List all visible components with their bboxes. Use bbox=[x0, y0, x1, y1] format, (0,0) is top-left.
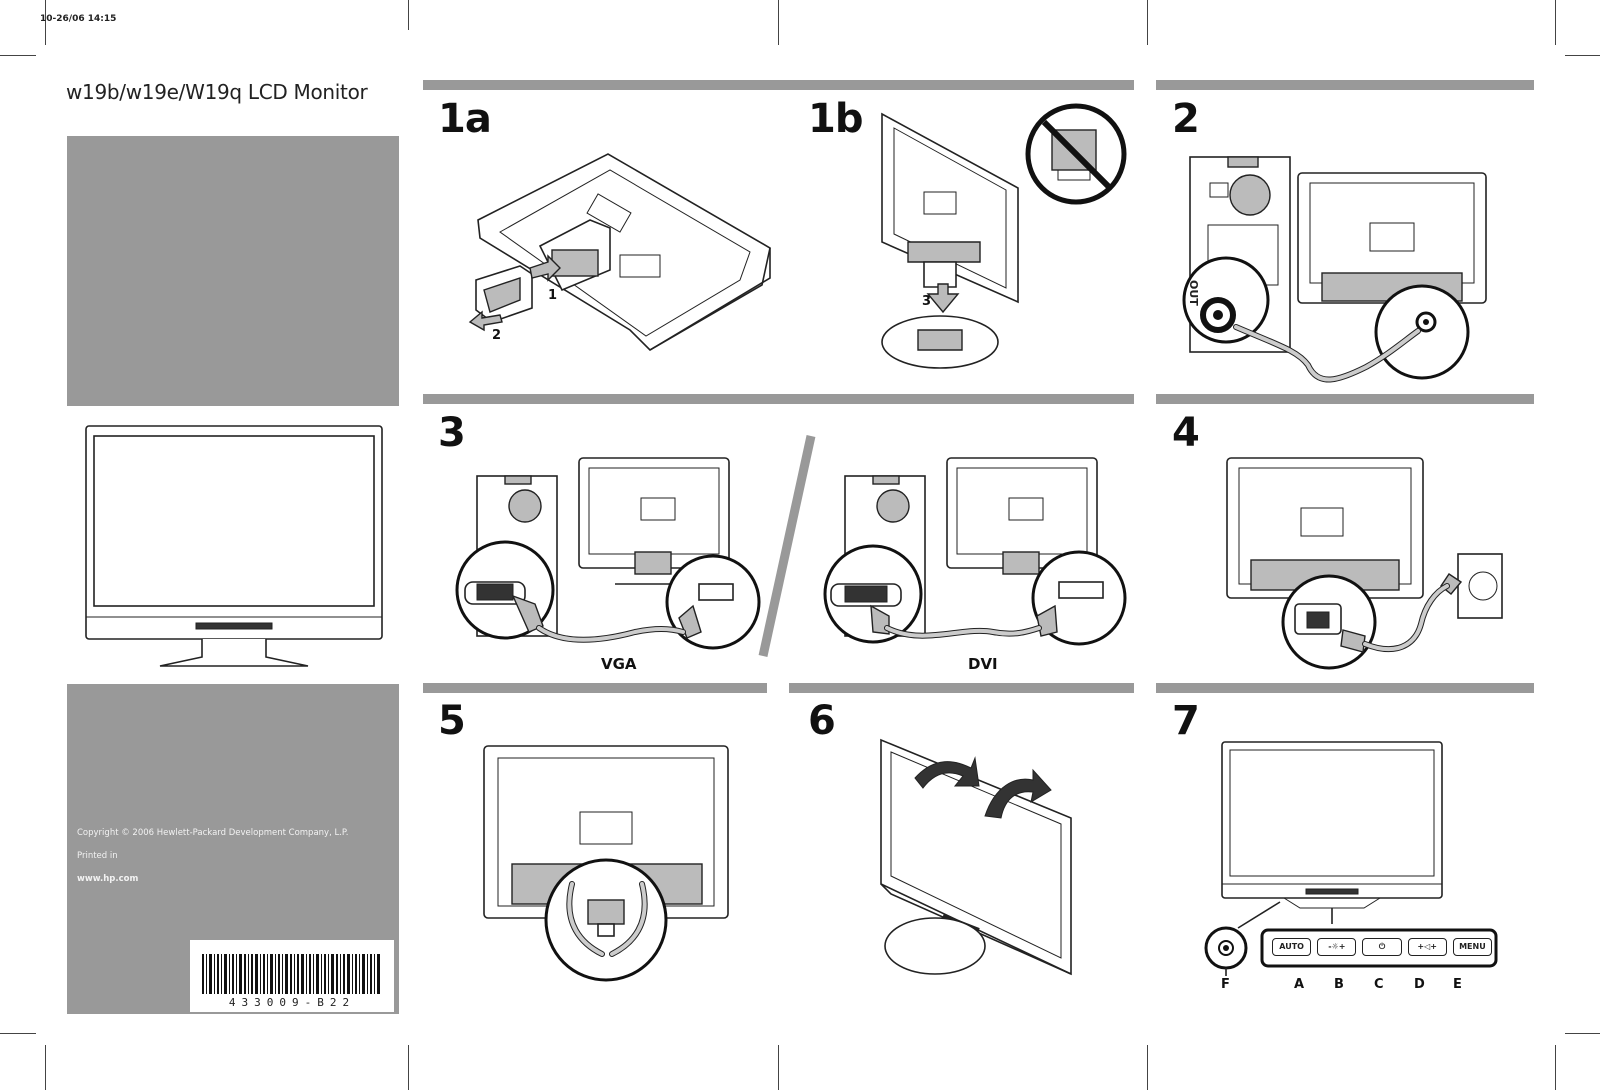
step-1a-illustration bbox=[468, 153, 771, 352]
step-3-number: 3 bbox=[438, 410, 466, 456]
cover-monitor-illustration bbox=[85, 425, 383, 667]
step-3-vga-illustration bbox=[455, 457, 761, 650]
plus-button[interactable]: +◁+ bbox=[1407, 938, 1447, 956]
crop-mark bbox=[1147, 1045, 1148, 1090]
section-bar bbox=[789, 683, 1134, 693]
step-1b-illustration bbox=[881, 112, 1019, 369]
step-4-number: 4 bbox=[1172, 410, 1200, 456]
step-2-illustration bbox=[1182, 156, 1487, 383]
website-text: www.hp.com bbox=[77, 874, 139, 884]
crop-mark bbox=[1555, 0, 1556, 45]
dvi-label: DVI bbox=[968, 655, 998, 673]
key-letter-b: B bbox=[1334, 977, 1344, 992]
barcode-bars bbox=[202, 954, 380, 994]
power-button[interactable]: ⏻ bbox=[1362, 938, 1402, 956]
callout-3: 3 bbox=[922, 294, 932, 309]
front-panel-controls: AUTO -☼+ ⏻ +◁+ MENU bbox=[1272, 938, 1493, 956]
barcode-number: 433009-B22 bbox=[228, 996, 356, 1009]
step-5-illustration bbox=[483, 745, 729, 982]
key-letter-a: A bbox=[1294, 977, 1305, 992]
cover-grey-panel bbox=[67, 136, 399, 406]
audio-out-label: OUT bbox=[1187, 280, 1200, 306]
key-letter-c: C bbox=[1374, 977, 1384, 992]
step-5-number: 5 bbox=[438, 698, 466, 744]
crop-mark bbox=[0, 1033, 36, 1034]
step-2-number: 2 bbox=[1172, 96, 1200, 142]
crop-mark bbox=[1555, 1045, 1556, 1090]
crop-mark bbox=[1565, 55, 1600, 56]
key-letter-f: F bbox=[1221, 977, 1230, 992]
key-letter-d: D bbox=[1414, 977, 1425, 992]
barcode: 433009-B22 bbox=[190, 940, 394, 1012]
crop-mark bbox=[408, 1045, 409, 1090]
menu-button[interactable]: MENU bbox=[1452, 938, 1493, 956]
crop-mark bbox=[1565, 1033, 1600, 1034]
section-bar bbox=[423, 80, 1134, 90]
copyright-text: Copyright © 2006 Hewlett-Packard Develop… bbox=[77, 828, 349, 838]
divider-slash bbox=[758, 435, 816, 657]
step-1a-number: 1a bbox=[438, 96, 492, 142]
section-bar bbox=[1156, 394, 1534, 404]
section-bar bbox=[1156, 80, 1534, 90]
auto-button[interactable]: AUTO bbox=[1272, 938, 1312, 956]
step-6-illustration bbox=[880, 738, 1072, 976]
crop-mark bbox=[45, 0, 46, 45]
step-7-number: 7 bbox=[1172, 698, 1200, 744]
step-4-illustration bbox=[1226, 457, 1503, 670]
step-6-number: 6 bbox=[808, 698, 836, 744]
crop-mark bbox=[45, 1045, 46, 1090]
crop-mark bbox=[408, 0, 409, 30]
step-3-dvi-illustration bbox=[823, 457, 1127, 646]
minus-button[interactable]: -☼+ bbox=[1317, 938, 1357, 956]
document-title: w19b/w19e/W19q LCD Monitor bbox=[66, 80, 368, 104]
printed-in-text: Printed in bbox=[77, 851, 118, 861]
step-1b-number: 1b bbox=[808, 96, 863, 142]
do-not-grab-screen-icon bbox=[1025, 103, 1127, 205]
crop-mark bbox=[778, 1045, 779, 1090]
callout-2: 2 bbox=[492, 328, 502, 343]
key-letter-e: E bbox=[1453, 977, 1462, 992]
callout-1: 1 bbox=[548, 288, 558, 303]
crop-mark bbox=[778, 0, 779, 45]
crop-mark bbox=[0, 55, 36, 56]
section-bar bbox=[423, 683, 767, 693]
section-bar bbox=[1156, 683, 1534, 693]
print-timestamp: 10-26/06 14:15 bbox=[40, 14, 117, 24]
vga-label: VGA bbox=[601, 655, 637, 673]
section-bar bbox=[423, 394, 1134, 404]
crop-mark bbox=[1147, 0, 1148, 45]
